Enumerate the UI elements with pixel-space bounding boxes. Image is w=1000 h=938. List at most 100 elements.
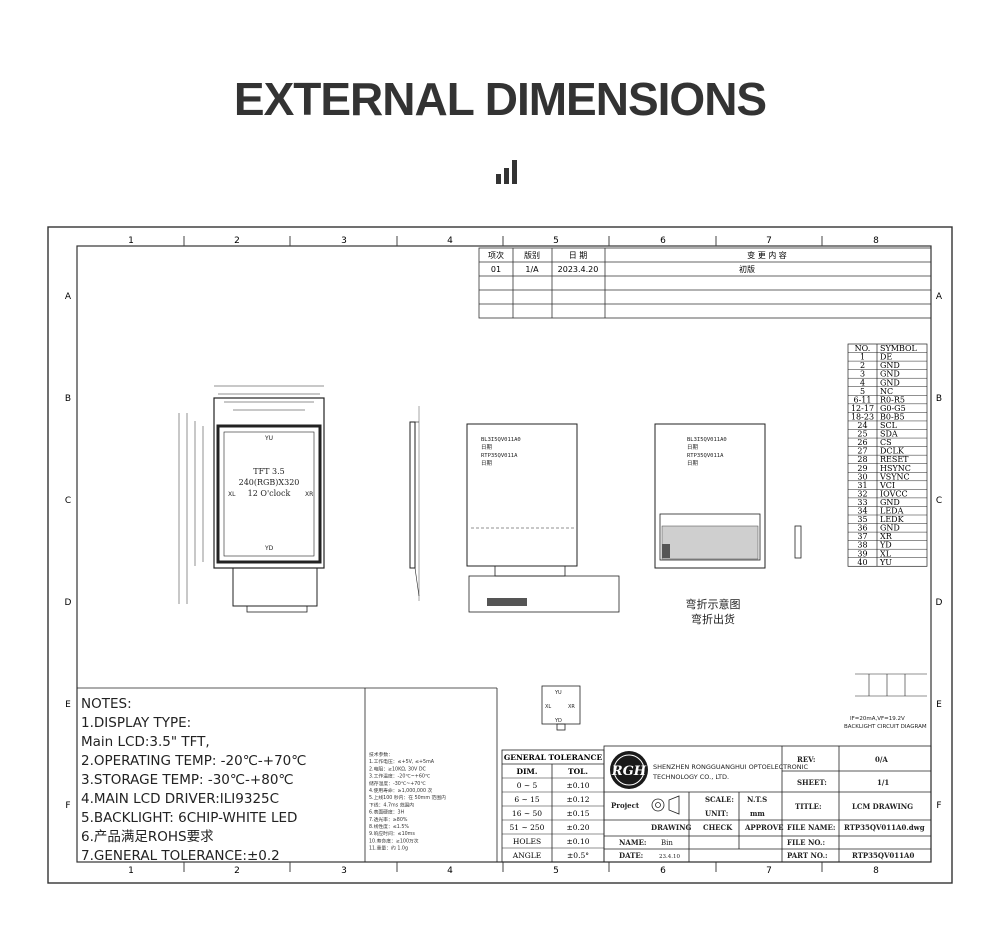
unit-label: UNIT:	[705, 809, 728, 818]
pin-number: 25	[857, 430, 867, 439]
pin-number: 12-17	[851, 404, 874, 413]
column-label-top: 5	[553, 236, 559, 246]
pin-symbol: SDA	[880, 430, 898, 439]
fold-caption-1: 弯折示意图	[686, 597, 741, 611]
pin-symbol: RESET	[880, 455, 909, 464]
pin-number: 38	[857, 541, 867, 550]
tolerance-tol: ±0.15	[567, 809, 590, 818]
backlight-caption: BACKLIGHT CIRCUIT DIAGRAM	[844, 724, 927, 730]
approve-label: APPROVE	[744, 823, 784, 832]
column-label-bottom: 1	[128, 866, 134, 876]
tolerance-tol: ±0.10	[567, 837, 590, 846]
note-line: Main LCD:3.5" TFT,	[81, 734, 210, 750]
file-name-label: FILE NAME:	[787, 823, 835, 832]
note-line: 1.DISPLAY TYPE:	[81, 715, 191, 731]
front-pin-xl: XL	[228, 491, 236, 498]
unit-value: mm	[750, 809, 765, 818]
pin-number: 40	[857, 558, 867, 567]
pin-header-no: NO.	[855, 344, 871, 353]
fold-label-4: 日期	[687, 460, 699, 467]
rev-header-version: 版别	[524, 250, 540, 260]
pin-symbol: IOVCC	[880, 489, 908, 498]
fold-caption-2: 弯折出货	[691, 612, 735, 626]
pin-number: 36	[857, 524, 867, 533]
pin-number: 18-23	[851, 412, 874, 421]
pin-number: 29	[857, 464, 867, 473]
column-label-top: 4	[447, 236, 453, 246]
pin-number: 33	[857, 498, 867, 507]
touch-pin-yd: YD	[554, 718, 562, 724]
column-label-bottom: 4	[447, 866, 453, 876]
column-label-top: 3	[341, 236, 347, 246]
column-label-top: 8	[873, 236, 879, 246]
pin-symbol: LEDA	[880, 507, 904, 516]
row-label-right: C	[936, 496, 942, 506]
tolerance-tol: ±0.12	[567, 795, 590, 804]
touch-pin-xl: XL	[545, 704, 551, 710]
date-label: DATE:	[619, 851, 643, 860]
rev-label: REV:	[797, 755, 815, 764]
pin-symbol: VSYNC	[879, 472, 910, 481]
rev-item: 01	[491, 265, 501, 274]
backlight-circuit	[855, 673, 927, 697]
pin-number: 35	[857, 515, 867, 524]
back-label-2: 日期	[481, 444, 493, 451]
logo-text: RGH	[611, 764, 647, 779]
pin-symbol: HSYNC	[880, 464, 911, 473]
column-label-top: 2	[234, 236, 240, 246]
drawing-label: DRAWING	[651, 823, 692, 832]
column-label-top: 6	[660, 236, 666, 246]
pin-number: 34	[857, 507, 867, 516]
name-value: Bin	[661, 839, 673, 847]
column-ticks	[183, 236, 823, 872]
pin-number: 1	[860, 353, 865, 362]
row-label-right: B	[936, 394, 942, 404]
revision-table	[478, 247, 932, 319]
note-line: 4.MAIN LCD DRIVER:ILI9325C	[81, 791, 279, 807]
tech-note-line: 9.响应时间：≤10ms	[369, 830, 415, 837]
pin-symbol: LEDK	[880, 515, 905, 524]
front-pin-xr: XR	[305, 491, 313, 498]
pin-number: 28	[857, 455, 867, 464]
drawing-border-outer	[47, 226, 953, 884]
signal-bars-icon	[496, 160, 522, 184]
column-label-bottom: 6	[660, 866, 666, 876]
notes-box	[77, 687, 498, 862]
row-label-right: D	[936, 598, 943, 608]
note-line: 7.GENERAL TOLERANCE:±0.2	[81, 848, 280, 864]
pin-number: 26	[857, 438, 867, 447]
column-label-bottom: 8	[873, 866, 879, 876]
company-line-1: SHENZHEN RONGGUANGHUI OPTOELECTRONIC	[653, 763, 809, 771]
pin-number: 24	[857, 421, 867, 430]
page-title: EXTERNAL DIMENSIONS	[233, 73, 767, 125]
pin-number: 37	[857, 532, 867, 541]
file-name-value: RTP35QV011A0.dwg	[844, 823, 925, 832]
rev-date: 2023.4.20	[558, 265, 599, 274]
tolerance-dim: ANGLE	[512, 851, 541, 860]
tech-note-line: 8.线性度：≤1.5%	[369, 823, 409, 830]
pin-number: 4	[860, 378, 865, 387]
column-label-bottom: 5	[553, 866, 559, 876]
tech-note-line: 1.工作电压：≤+5V, ≤+5mA	[369, 758, 435, 765]
title-label: TITLE:	[795, 802, 822, 811]
tolerance-dim: 51 ~ 250	[510, 823, 545, 832]
pin-header-symbol: SYMBOL	[880, 344, 918, 353]
pin-number: 30	[857, 472, 867, 481]
fold-label-1: BL3I5QV011A0	[687, 437, 727, 443]
tech-note-line: 10.寿命度：≥100万次	[369, 837, 419, 844]
fold-label-3: RTP35QV011A	[687, 453, 724, 459]
front-pin-yd: YD	[264, 545, 274, 552]
projection-icon	[651, 795, 680, 815]
rev-version: 1/A	[525, 265, 539, 274]
touch-diagram	[541, 685, 581, 731]
row-label-right: E	[936, 700, 942, 710]
rgh-logo	[610, 751, 648, 789]
column-label-bottom: 2	[234, 866, 240, 876]
row-label-left: B	[65, 394, 71, 404]
back-label-4: 日期	[481, 460, 493, 467]
pin-number: 32	[857, 489, 867, 498]
pin-symbol: GND	[880, 524, 900, 533]
